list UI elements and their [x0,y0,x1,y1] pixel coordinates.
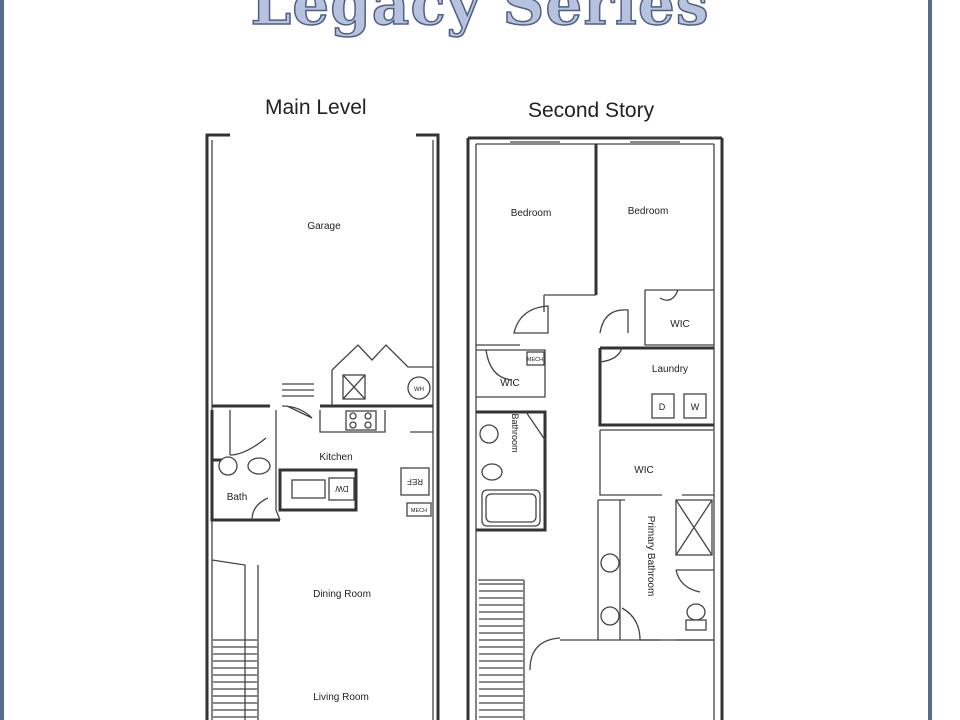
left-wic-walls [476,349,546,398]
refrigerator [400,467,430,496]
dishwasher [328,477,355,501]
washer-label: W [691,402,700,412]
main-mech-label: MECH [411,508,427,514]
second-story-plan [466,136,724,720]
primary-shower-x [675,499,713,556]
wic-right-label: WIC [670,319,689,330]
main-left-wall [205,133,230,720]
primary-bedroom-door [529,637,561,671]
garage-entry-door [281,405,313,419]
bath-inner-walls [229,410,281,521]
dishwasher-label: DW [335,484,349,493]
primary-toilet [686,603,706,621]
primary-bath-vanity-walls [597,499,625,640]
bedroom-right-label: Bedroom [628,206,669,217]
kitchen-sink [291,479,326,499]
kitchen-upper-counter [319,410,386,433]
second-mech-label: MECH [527,357,543,363]
primary-sink-1 [600,553,620,573]
wic-left-label: WIC [500,378,519,389]
left-wic-door [485,349,513,381]
primary-wic-walls [599,429,714,496]
laundry-label: Laundry [652,364,688,375]
main-level-plan [205,133,440,720]
refrigerator-label: REF [407,477,423,486]
garage-steps [282,383,314,397]
bedroom-left-door [513,305,549,334]
dryer [651,393,675,419]
primary-toilet-tank [685,619,707,631]
water-heater [407,376,431,400]
kitchen-range [345,410,377,431]
bath-toilet [218,456,238,476]
second-stair-walls [478,579,525,720]
frame-border-left [0,0,4,720]
second-story-title: Second Story [528,99,655,122]
second-stairs [479,583,523,718]
bedroom-left-label: Bedroom [511,208,552,219]
laundry-door [599,347,623,363]
washer [683,393,707,419]
bath-sink [247,457,271,475]
bath-label: Bath [227,492,248,503]
brochure-title: Legacy Series [250,0,710,39]
second-windows [510,137,680,143]
frame-border-right [928,0,932,720]
main-stairs [213,639,257,718]
primary-bathroom-label: Primary Bathroom [645,516,656,597]
main-right-wall [416,133,440,720]
dryer-label: D [659,402,666,412]
water-heater-label: WH [414,387,424,393]
dining-room-label: Dining Room [313,589,371,600]
second-mech-closet [526,351,545,366]
hall-bathroom-door [525,411,546,441]
utility-closet-walls [331,344,433,406]
kitchen-label: Kitchen [319,452,352,463]
primary-sink-2 [600,606,620,626]
main-mech-closet [406,502,432,517]
hall-bath-sink [479,424,499,444]
hall-bath-toilet [481,463,503,481]
living-room-label: Living Room [313,692,369,703]
primary-bath-door [621,607,660,641]
bathroom-label: Bathroom [510,413,520,452]
laundry-walls [598,346,714,427]
wic-primary-label: WIC [634,465,653,476]
hall-bathroom-walls [476,410,547,532]
bath-door-swing [251,497,269,521]
bedroom-right-door [599,309,629,334]
main-level-title: Main Level [265,96,367,119]
kitchen-island [278,468,358,512]
right-wic-walls [644,289,714,346]
furnace-fixture-x [342,374,366,400]
hall-bathtub [481,489,541,527]
garage-label: Garage [307,221,341,232]
bedroom-left-bottom-walls [476,294,596,346]
